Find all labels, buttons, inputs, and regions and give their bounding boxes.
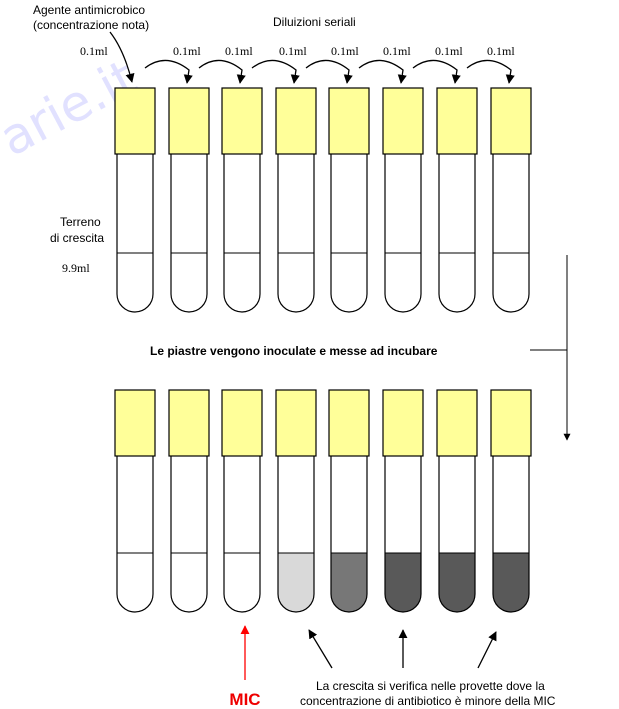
bottom-tube-7 <box>436 389 478 613</box>
top-tube-3 <box>221 87 263 313</box>
bottom-tube-row <box>114 389 532 613</box>
transfer-volume-labels: 0.1ml 0.1ml 0.1ml 0.1ml 0.1ml 0.1ml 0.1ml 0.1ml <box>80 44 515 58</box>
bottom-tube-body <box>223 456 261 613</box>
transfer-volume-label: 0.1ml <box>487 44 515 58</box>
transfer-volume-label: 0.1ml <box>383 44 411 58</box>
bottom-tube-body <box>170 456 208 613</box>
bottom-tube-cap <box>382 389 424 457</box>
agent-arrow <box>109 31 135 83</box>
transfer-arrow-5 <box>358 59 407 84</box>
growth-arrow-1 <box>308 629 333 669</box>
top-tube-cap <box>168 87 210 155</box>
top-tube-liquid <box>278 253 314 312</box>
top-tube-liquid <box>493 253 529 312</box>
medium-volume-label: 9.9ml <box>62 261 90 275</box>
top-tube-body <box>277 154 315 313</box>
top-tube-row <box>114 87 532 313</box>
bottom-tube-3 <box>221 389 263 613</box>
transfer-arrow-1 <box>144 59 193 84</box>
top-tube-body <box>384 154 422 313</box>
bottom-tube-2 <box>168 389 210 613</box>
bottom-tube-5 <box>328 389 370 613</box>
incubation-label: Le piastre vengono inoculate e messe ad … <box>150 344 438 358</box>
bottom-tube-body <box>277 456 315 613</box>
growth-arrow-3 <box>477 631 497 669</box>
bottom-tube-cap <box>436 389 478 457</box>
agent-label-line2: (concentrazione nota) <box>33 18 149 32</box>
top-tube-cap <box>328 87 370 155</box>
transfer-arrow-2 <box>198 59 246 84</box>
top-tube-body <box>438 154 476 313</box>
top-tube-cap <box>382 87 424 155</box>
top-tube-6 <box>382 87 424 313</box>
top-tube-body <box>492 154 530 313</box>
bottom-tube-liquid <box>439 553 475 612</box>
top-tube-body <box>170 154 208 313</box>
bottom-tube-body <box>492 456 530 613</box>
top-tube-1 <box>114 87 156 313</box>
top-tube-liquid <box>224 253 260 312</box>
top-tube-cap <box>114 87 156 155</box>
bottom-tube-cap <box>490 389 532 457</box>
mic-label: MIC <box>229 690 260 709</box>
top-tube-liquid <box>117 253 153 312</box>
transfer-volume-label: 0.1ml <box>173 44 201 58</box>
bottom-tube-liquid <box>493 553 529 612</box>
bottom-tube-liquid <box>171 553 207 612</box>
transfer-volume-label: 0.1ml <box>225 44 253 58</box>
top-tube-cap <box>275 87 317 155</box>
top-tube-8 <box>490 87 532 313</box>
transfer-arrow-4 <box>305 59 353 84</box>
top-tube-body <box>223 154 261 313</box>
transfer-volume-label: 0.1ml <box>435 44 463 58</box>
bottom-tube-1 <box>114 389 156 613</box>
bottom-tube-liquid <box>117 553 153 612</box>
bottom-tube-body <box>384 456 422 613</box>
bottom-tube-liquid <box>278 553 314 612</box>
serial-transfer-arrows <box>144 59 515 84</box>
bottom-tube-cap <box>275 389 317 457</box>
top-tube-liquid <box>385 253 421 312</box>
top-tube-cap <box>221 87 263 155</box>
bottom-tube-8 <box>490 389 532 613</box>
bottom-tube-4 <box>275 389 317 613</box>
top-tube-liquid <box>331 253 367 312</box>
top-tube-liquid <box>439 253 475 312</box>
top-tube-5 <box>328 87 370 313</box>
top-tube-2 <box>168 87 210 313</box>
medium-label-line1: Terreno <box>60 215 101 229</box>
serial-dilutions-label: Diluizioni seriali <box>273 15 356 29</box>
bottom-tube-cap <box>328 389 370 457</box>
bottom-tube-6 <box>382 389 424 613</box>
top-tube-4 <box>275 87 317 313</box>
top-tube-body <box>116 154 154 313</box>
bottom-tube-liquid <box>385 553 421 612</box>
agent-label-line1: Agente antimicrobico <box>33 3 145 17</box>
medium-label-line2: di crescita <box>50 231 104 245</box>
transfer-volume-label: 0.1ml <box>331 44 359 58</box>
bottom-tube-body <box>438 456 476 613</box>
bottom-tube-liquid <box>224 553 260 612</box>
bottom-tube-body <box>116 456 154 613</box>
transfer-volume-label: 0.1ml <box>279 44 307 58</box>
transfer-arrow-7 <box>466 59 515 84</box>
top-tube-cap <box>436 87 478 155</box>
top-tube-body <box>330 154 368 313</box>
bottom-tube-cap <box>221 389 263 457</box>
bottom-tube-cap <box>168 389 210 457</box>
transfer-arrow-3 <box>251 59 300 84</box>
growth-note-line2: concentrazione di antibiotico è minore d… <box>300 694 556 708</box>
bottom-tube-liquid <box>331 553 367 612</box>
transfer-volume-label: 0.1ml <box>80 44 108 58</box>
growth-note-line1: La crescita si verifica nelle provette d… <box>316 679 545 693</box>
top-tube-cap <box>490 87 532 155</box>
transfer-arrow-6 <box>412 59 461 84</box>
bottom-tube-body <box>330 456 368 613</box>
bottom-tube-cap <box>114 389 156 457</box>
top-tube-liquid <box>171 253 207 312</box>
top-tube-7 <box>436 87 478 313</box>
